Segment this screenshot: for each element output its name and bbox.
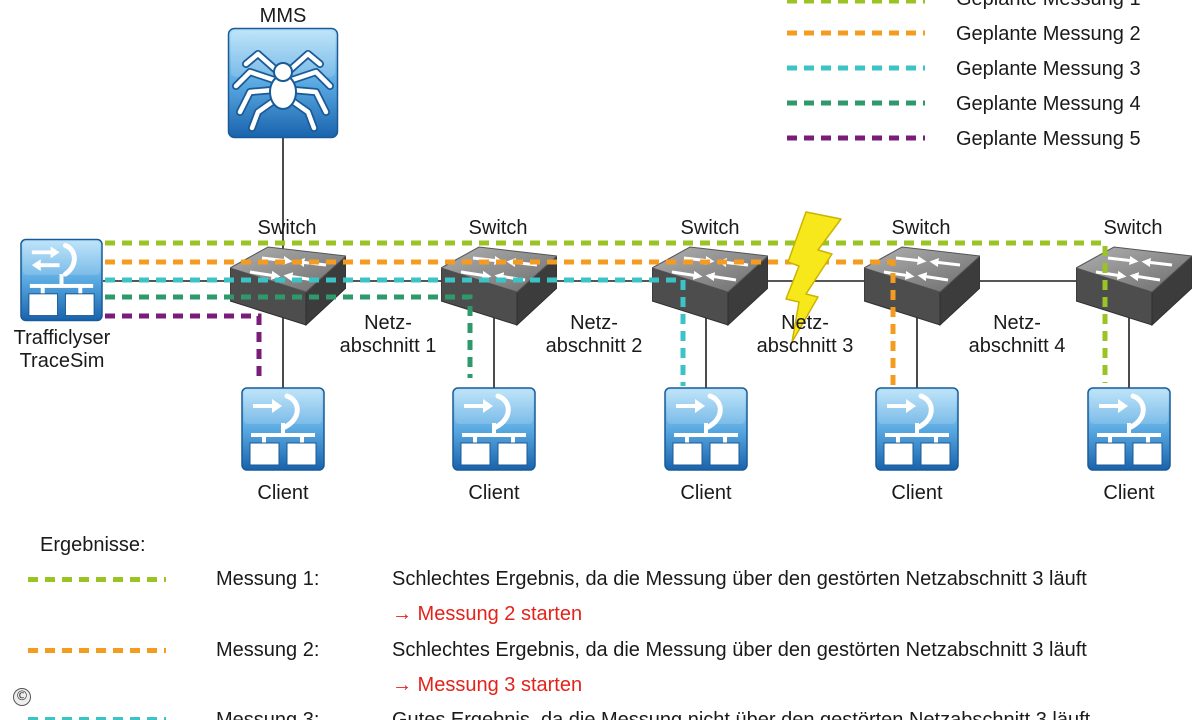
switch-icon <box>230 247 346 325</box>
spider-icon <box>227 27 339 139</box>
lightning-icon <box>785 211 842 343</box>
switch-label: Switch <box>469 217 528 239</box>
results-heading: Ergebnisse: <box>40 534 146 556</box>
route-messung-1 <box>105 240 1108 383</box>
switch-icon <box>1076 247 1192 325</box>
switch-icon <box>441 247 557 325</box>
client-icon <box>453 388 535 470</box>
route-messung-5 <box>105 313 262 381</box>
client-label: Client <box>680 482 732 504</box>
result-text: Schlechtes Ergebnis, da die Messung über… <box>392 639 1087 661</box>
result-label: Messung 3: <box>216 709 320 720</box>
legend-label: Geplante Messung 3 <box>956 58 1141 80</box>
legend-label: Geplante Messung 2 <box>956 23 1141 45</box>
tracesim-label: TraceSim <box>20 350 105 372</box>
switch-label: Switch <box>681 217 740 239</box>
segment-label-line1: Netz- <box>364 312 412 334</box>
network-diagram: Geplante Messung 1 Geplante Messung 2 Ge… <box>14 0 1199 504</box>
result-action: → Messung 3 starten <box>392 674 583 696</box>
legend-label: Geplante Messung 4 <box>956 93 1141 115</box>
legend: Geplante Messung 1 Geplante Messung 2 Ge… <box>787 0 1141 150</box>
route-messung-2 <box>105 259 896 385</box>
result-label: Messung 2: <box>216 639 320 661</box>
measurement-routes <box>105 240 1108 386</box>
switch-icon <box>652 247 768 325</box>
trafficlyser-label: Trafficlyser <box>14 327 111 349</box>
client-icon <box>1088 388 1170 470</box>
segment-label-line2: abschnitt 4 <box>969 335 1066 357</box>
switch-label: Switch <box>1104 217 1163 239</box>
client-icon <box>876 388 958 470</box>
client-label: Client <box>257 482 309 504</box>
trafficlyser-icon <box>21 239 102 320</box>
client-label: Client <box>468 482 520 504</box>
legend-label: Geplante Messung 1 <box>956 0 1141 10</box>
switch-icon <box>864 247 980 325</box>
client-icon <box>665 388 747 470</box>
mms-label: MMS <box>260 5 307 27</box>
segment-label-line1: Netz- <box>993 312 1041 334</box>
segment-label-line1: Netz- <box>781 312 829 334</box>
segment-label-line2: abschnitt 1 <box>340 335 437 357</box>
client-icon <box>242 388 324 470</box>
route-messung-3 <box>105 277 686 386</box>
result-line-messung-2 <box>28 648 166 653</box>
route-messung-4 <box>105 294 473 378</box>
client-label: Client <box>891 482 943 504</box>
switch-label: Switch <box>258 217 317 239</box>
result-action: → Messung 2 starten <box>392 603 583 625</box>
result-line-messung-3 <box>28 717 166 720</box>
switch-label: Switch <box>892 217 951 239</box>
result-line-messung-1 <box>28 577 166 582</box>
legend-label: Geplante Messung 5 <box>956 128 1141 150</box>
copyright-icon: © <box>13 688 31 706</box>
result-label: Messung 1: <box>216 568 320 590</box>
segment-label-line2: abschnitt 2 <box>546 335 643 357</box>
result-text: Schlechtes Ergebnis, da die Messung über… <box>392 568 1087 590</box>
segment-label-line1: Netz- <box>570 312 618 334</box>
segment-label-line2: abschnitt 3 <box>757 335 854 357</box>
result-text: Gutes Ergebnis, da die Messung nicht übe… <box>392 709 1091 720</box>
client-label: Client <box>1103 482 1155 504</box>
